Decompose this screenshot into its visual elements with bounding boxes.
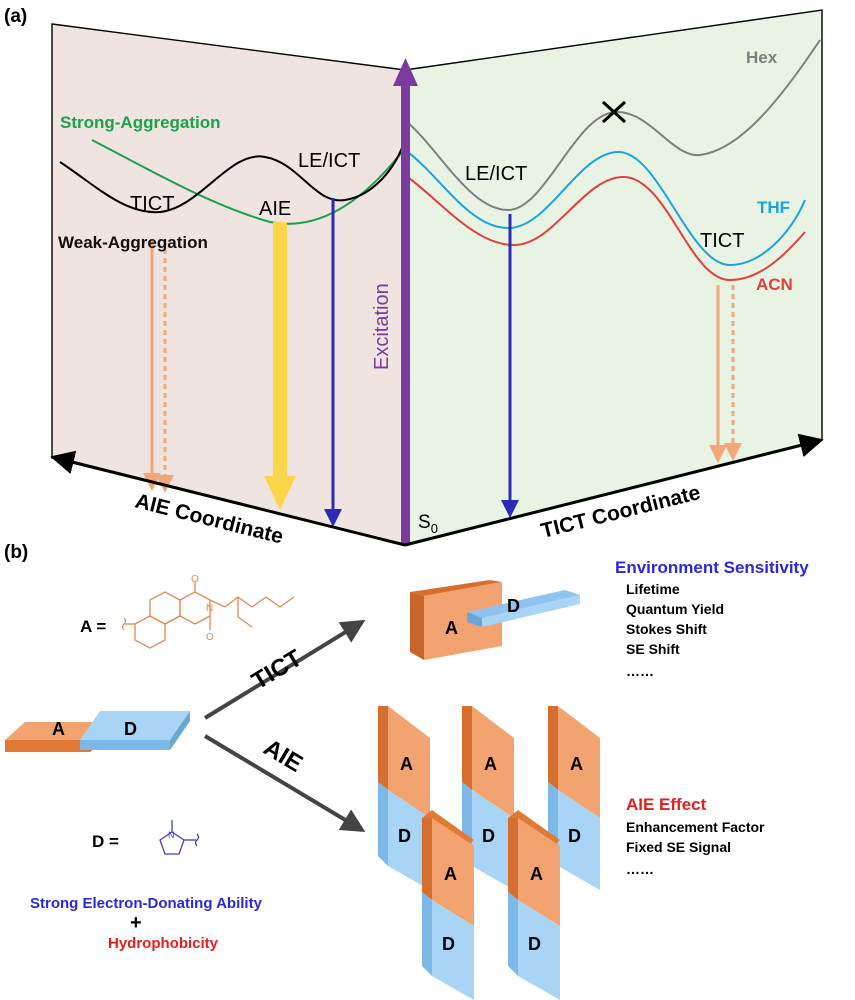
aie-coordinate-axis [50,450,406,547]
tict-acceptor-label: A [445,618,458,638]
ad-planar-pair [5,711,190,752]
excitation-arrow-head [393,58,418,86]
pyrrole-n: N [168,830,175,840]
thf-label: THF [757,198,790,217]
aie-donor-5: D [528,934,541,954]
excitation-label: Excitation [371,283,393,370]
aie-emission-arrow-shaft [273,222,287,478]
le-ict-left-label: LE/ICT [298,150,360,172]
aie-effect-item: …… [626,861,654,877]
aie-state-label: AIE [259,198,291,220]
aie-stack [378,706,600,1000]
le-ict-right-label: LE/ICT [465,163,527,185]
panel-b-label: (b) [4,542,28,563]
start-acceptor-label: A [52,719,65,739]
tict-pathway-arrow [203,619,366,720]
acn-curve [404,174,806,282]
plus-sign: + [130,912,142,934]
start-donor-label: D [124,719,137,739]
aie-acceptor-4: A [444,864,457,884]
a-equals-label: A = [80,617,106,636]
env-item: Stokes Shift [626,621,707,637]
s0-label: S0 [418,512,438,536]
tict-coordinate-axis [404,433,824,547]
acn-label: ACN [756,275,793,294]
aie-emission-arrow-head [264,476,296,510]
cross-mark-icon [601,100,627,124]
aie-donor-4: D [442,934,455,954]
aie-acceptor-5: A [530,864,543,884]
aie-effect-title: AIE Effect [626,795,707,814]
carbonyl-o-top: O [191,574,199,585]
aie-effect-item: Fixed SE Signal [626,839,731,855]
aie-plane [51,23,406,546]
panel-a-label: (a) [4,6,27,27]
aie-donor-3: D [568,826,581,846]
imide-n: N [206,603,213,614]
aie-donor-1: D [398,826,411,846]
tict-twisted-pair [410,580,580,660]
aie-donor-2: D [482,826,495,846]
pyrrole-structure-icon [159,820,200,855]
carbonyl-o-bottom: O [206,632,214,643]
strong-aggregation-curve [91,139,406,225]
tict-pathway-label: TICT [247,644,307,695]
weak-aggregation-label: Weak-Aggregation [58,233,208,252]
strong-aggregation-label: Strong-Aggregation [60,113,221,132]
donating-ability-label: Strong Electron-Donating Ability [30,895,263,912]
hydrophobicity-label: Hydrophobicity [108,935,219,952]
thf-curve [404,149,806,267]
aie-acceptor-1: A [400,754,413,774]
env-item: Quantum Yield [626,601,724,617]
aie-effect-item: Enhancement Factor [626,819,765,835]
aie-acceptor-2: A [484,754,497,774]
aie-pathway-arrow [203,734,366,833]
env-sensitivity-title: Environment Sensitivity [615,558,809,577]
env-item: Lifetime [626,581,680,597]
d-equals-label: D = [92,832,119,851]
env-item: …… [626,663,654,679]
excitation-arrow-shaft [401,82,410,545]
tict-right-label: TICT [700,230,744,252]
aie-acceptor-3: A [570,754,583,774]
env-item: SE Shift [626,641,680,657]
weak-aggregation-curve [59,139,406,214]
tict-left-label: TICT [130,193,174,215]
tict-donor-label: D [507,596,520,616]
naphthalimide-structure-icon [121,582,295,649]
hex-label: Hex [746,48,778,67]
